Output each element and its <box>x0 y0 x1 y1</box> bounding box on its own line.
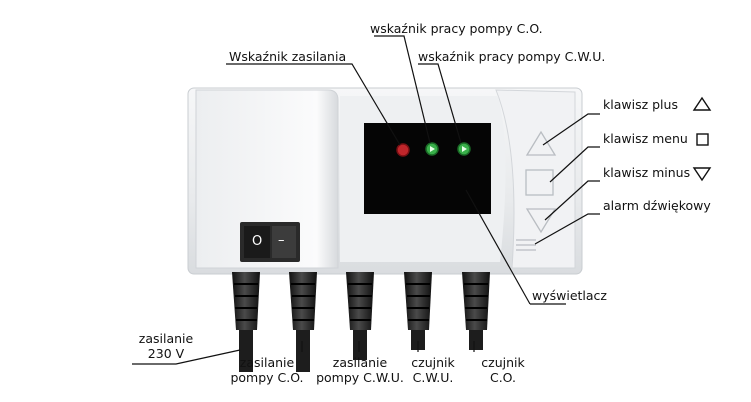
label-key-plus: klawisz plus <box>603 97 678 112</box>
cable-sensor-co <box>462 272 490 350</box>
power-switch[interactable] <box>240 222 300 262</box>
triangle-down-icon <box>692 167 712 182</box>
triangle-up-icon <box>692 96 712 111</box>
minus-key-icon[interactable] <box>525 208 557 234</box>
cable-pump-cwu <box>346 272 374 360</box>
switch-off-symbol: – <box>278 233 285 248</box>
label-pump-cwu-indicator: wskaźnik pracy pompy C.W.U. <box>418 49 606 64</box>
switch-on-symbol: O <box>252 234 263 249</box>
label-key-menu: klawisz menu <box>603 131 688 146</box>
label-sensor-co: czujnik C.O. <box>481 355 525 385</box>
cable-power-230v <box>232 272 260 372</box>
display-screen <box>364 123 491 214</box>
label-key-minus: klawisz minus <box>603 165 691 180</box>
alarm-speaker-icon <box>516 239 536 251</box>
label-power-230v: zasilanie 230 V <box>138 331 194 361</box>
label-pump-cwu-power: zasilanie pompy C.W.U. <box>316 355 404 385</box>
plus-key-icon[interactable] <box>525 130 557 156</box>
label-pump-co-indicator: wskaźnik pracy pompy C.O. <box>370 21 543 36</box>
label-sensor-cwu: czujnik C.W.U. <box>411 355 455 385</box>
label-display: wyświetlacz <box>532 288 607 303</box>
menu-key-icon[interactable] <box>525 169 554 196</box>
cable-pump-co <box>289 272 317 372</box>
label-sound-alarm: alarm dźwiękowy <box>603 198 711 213</box>
label-power-indicator: Wskaźnik zasilania <box>229 49 347 64</box>
label-pump-co-power: zasilanie pompy C.O. <box>230 355 304 385</box>
pump-cwu-led <box>457 142 471 156</box>
power-led <box>396 143 410 157</box>
pump-co-led <box>425 142 439 156</box>
leader-lines <box>132 35 600 365</box>
square-icon <box>696 133 709 146</box>
cable-sensor-cwu <box>404 272 432 350</box>
